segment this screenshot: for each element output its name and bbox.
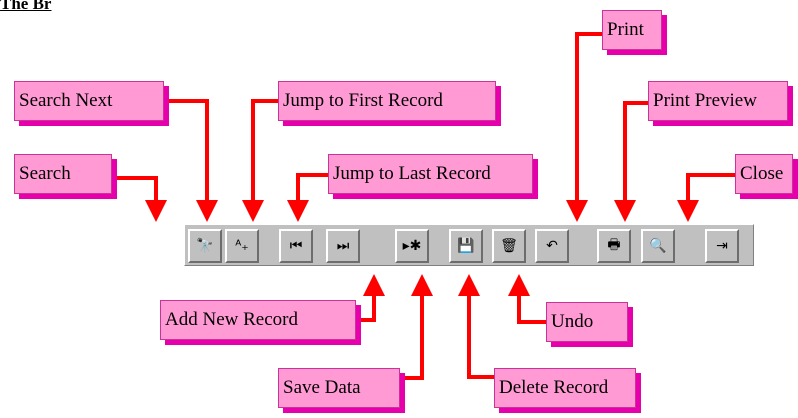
callout-search-next: Search Next	[14, 81, 164, 121]
arrow-search	[112, 176, 158, 200]
trash-icon: 🗑	[500, 238, 518, 254]
last-record-icon: ⏭	[336, 238, 350, 254]
arrowhead-add-new	[363, 274, 385, 296]
arrow-undo	[517, 296, 546, 324]
arrowhead-save	[411, 274, 433, 296]
close-button[interactable]: ⇥	[705, 229, 739, 263]
undo-button[interactable]: ↶	[535, 229, 569, 263]
arrowhead-delete	[458, 274, 480, 296]
callout-search: Search	[14, 154, 112, 194]
arrow-print	[575, 32, 602, 200]
add-new-button[interactable]: ▸✱	[395, 229, 429, 263]
print-preview-button[interactable]: 🔍	[641, 229, 675, 263]
callout-print-preview: Print Preview	[648, 81, 788, 121]
printer-icon: 🖶	[607, 237, 621, 253]
new-record-icon: ▸✱	[402, 238, 422, 254]
callout-jump-first: Jump to First Record	[278, 81, 496, 121]
header-partial-text: The Br	[0, 0, 52, 13]
arrowhead-search-next	[196, 200, 218, 222]
arrow-delete	[467, 296, 494, 379]
callout-print: Print	[602, 10, 662, 50]
arrowhead-jump-last	[287, 200, 309, 222]
callout-undo: Undo	[546, 302, 628, 342]
arrowhead-undo	[508, 274, 530, 296]
arrow-save	[400, 296, 424, 380]
arrow-close	[686, 173, 735, 200]
search-button[interactable]: 🔭	[188, 229, 222, 263]
arrow-jump-last	[296, 173, 328, 200]
first-record-icon: ⏮	[289, 238, 303, 254]
print-button[interactable]: 🖶	[597, 229, 631, 263]
arrowhead-jump-first	[242, 200, 264, 222]
save-button[interactable]: 💾	[449, 229, 483, 263]
floppy-disk-icon: 💾	[457, 238, 475, 254]
callout-close: Close	[735, 154, 793, 194]
arrowhead-print-preview	[614, 200, 636, 222]
delete-button[interactable]: 🗑	[492, 229, 526, 263]
search-next-icon: ᴬ₊	[235, 238, 249, 254]
callout-delete-record: Delete Record	[494, 368, 636, 408]
arrow-add-new	[356, 296, 376, 322]
record-navigation-toolbar: 🔭 ᴬ₊ ⏮ ⏭ ▸✱ 💾 🗑 ↶ 🖶 🔍 ⇥	[184, 224, 754, 266]
arrowhead-print	[566, 200, 588, 222]
undo-icon: ↶	[546, 238, 558, 254]
arrow-jump-first	[251, 99, 278, 200]
callout-add-new: Add New Record	[160, 300, 356, 340]
arrowhead-search	[145, 200, 167, 222]
callout-save-data: Save Data	[278, 368, 400, 408]
callout-jump-last: Jump to Last Record	[328, 154, 533, 194]
search-next-button[interactable]: ᴬ₊	[225, 229, 259, 263]
arrow-print-preview	[623, 101, 648, 200]
exit-door-icon: ⇥	[716, 238, 728, 254]
arrow-search-next	[164, 99, 209, 200]
binoculars-icon: 🔭	[196, 238, 214, 254]
print-preview-icon: 🔍	[649, 238, 667, 254]
arrowhead-close	[677, 200, 699, 222]
jump-last-button[interactable]: ⏭	[326, 229, 360, 263]
jump-first-button[interactable]: ⏮	[279, 229, 313, 263]
